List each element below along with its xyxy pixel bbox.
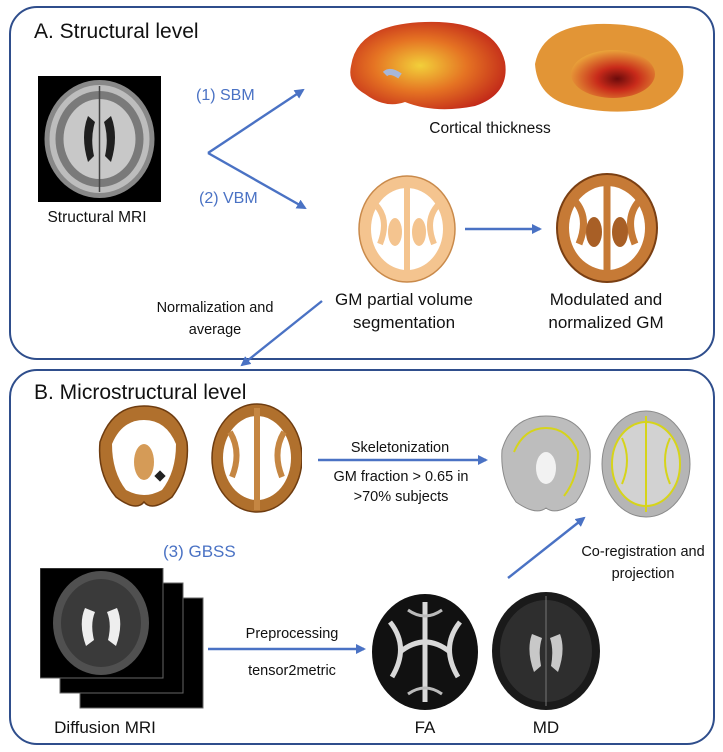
vbm-label: (2) VBM [199, 190, 258, 207]
structural-mri-image [38, 76, 161, 202]
gm-fraction-line2: >70% subjects [353, 489, 449, 505]
cortical-thickness-label: Cortical thickness [429, 120, 551, 137]
gm-partial-volume-label-line2: segmentation [352, 313, 456, 332]
diffusion-mri-label: Diffusion MRI [54, 718, 156, 737]
vbm-arrow [207, 151, 307, 210]
coregistration-line2: projection [611, 566, 675, 582]
structural-mri-label: Structural MRI [47, 209, 147, 226]
sbm-label: (1) SBM [196, 87, 255, 104]
diffusion-mri-image [40, 568, 204, 709]
sbm-arrow [207, 88, 305, 155]
skeleton-images [501, 410, 691, 518]
skeletonization-label: Skeletonization [350, 440, 450, 456]
tensor2metric-label: tensor2metric [248, 663, 336, 679]
gm-fraction-line1: GM fraction > 0.65 in [333, 469, 469, 485]
normalization-label-line2: average [188, 322, 242, 338]
gm-template-images [98, 403, 302, 513]
gbss-label: (3) GBSS [163, 542, 236, 561]
gm-partial-volume-label-line1: GM partial volume [335, 290, 473, 309]
coregistration-line1: Co-registration and [581, 544, 705, 560]
fa-label: FA [414, 718, 436, 737]
modulated-label-line2: normalized GM [548, 313, 664, 332]
microstructural-level-panel [9, 369, 715, 745]
gm-segmentation-image [358, 175, 456, 283]
coregistration-arrow [507, 516, 586, 579]
modulated-label-line1: Modulated and [549, 290, 663, 309]
cortical-thickness-images [350, 21, 684, 112]
normalization-arrow [240, 300, 323, 367]
modulated-gm-image [556, 173, 658, 283]
microstructural-level-title: B. Microstructural level [34, 381, 247, 404]
fa-image [370, 592, 480, 712]
md-label: MD [532, 718, 560, 737]
preprocessing-label: Preprocessing [245, 626, 339, 642]
md-image [490, 590, 602, 712]
normalization-label-line1: Normalization and [156, 300, 274, 316]
structural-level-title: A. Structural level [34, 20, 199, 43]
structural-level-panel [9, 6, 715, 360]
